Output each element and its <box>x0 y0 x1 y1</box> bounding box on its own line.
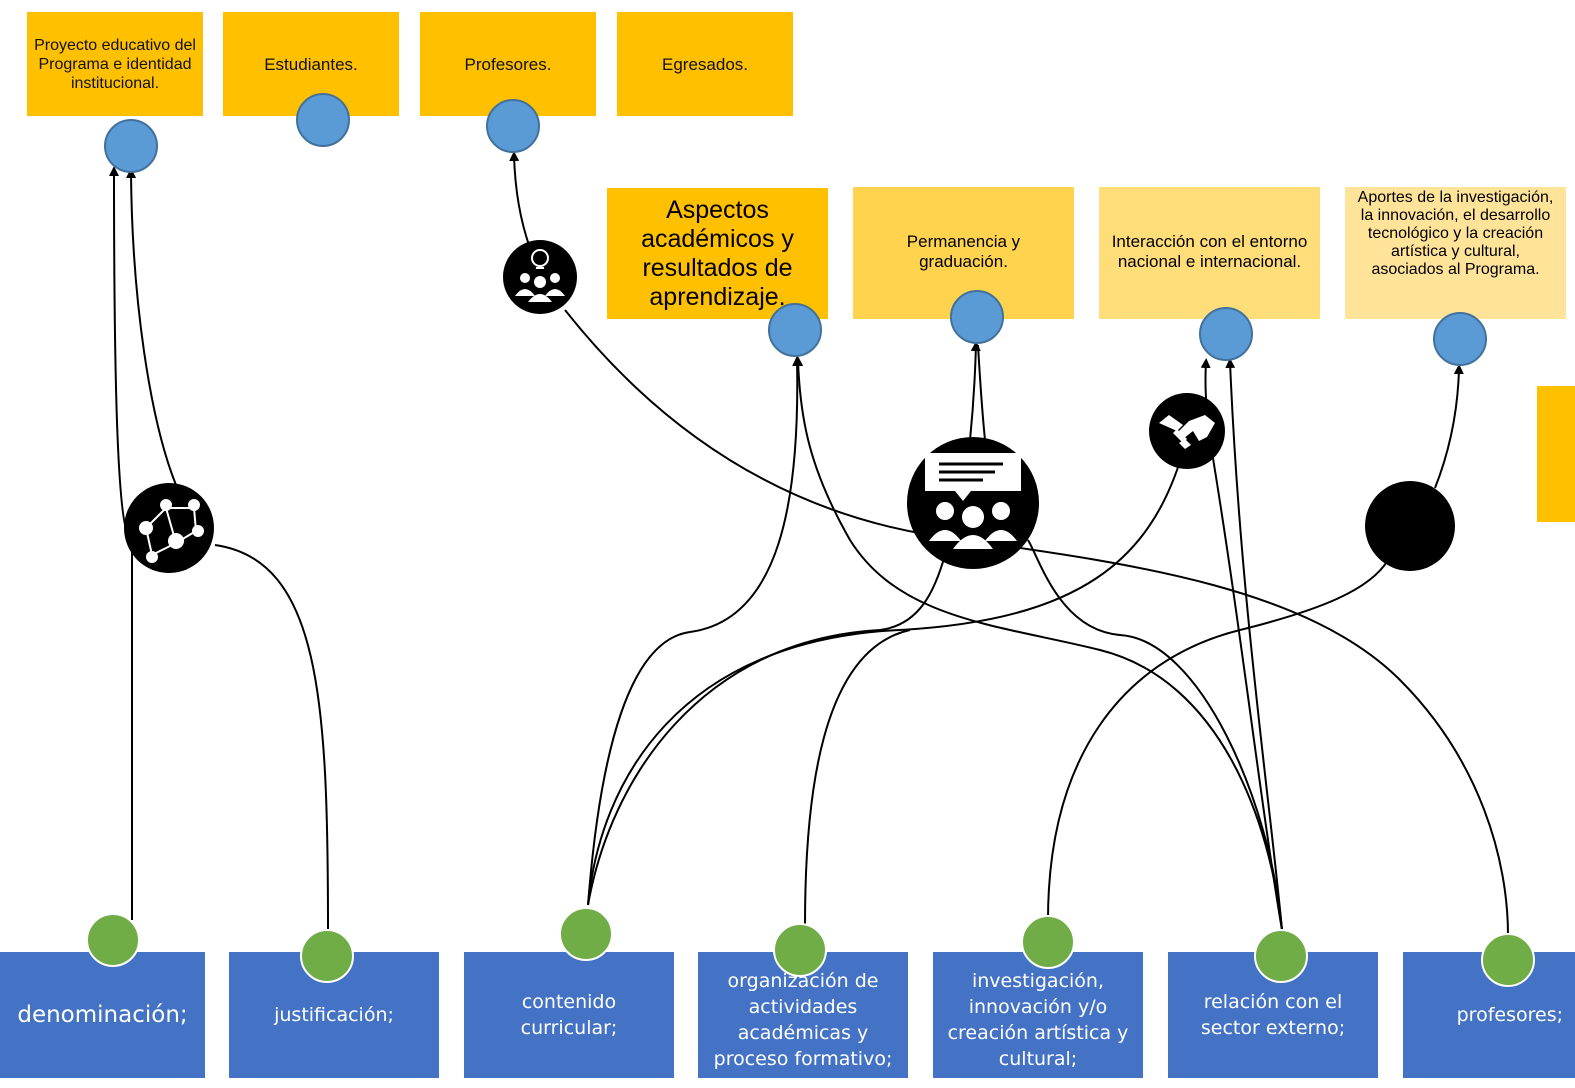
idea-team-icon <box>503 240 577 314</box>
node-interaccion <box>1199 307 1253 361</box>
box-profesores-bottom: profesores; <box>1403 952 1575 1078</box>
wire-relacion-meeting <box>1027 539 1283 931</box>
wire-relacion-interaccion <box>1225 358 1283 931</box>
node-contenido <box>559 907 613 961</box>
box-label: denominación; <box>17 1002 188 1028</box>
box-label: contenido curricular; <box>520 991 618 1039</box>
wire-blank-aportes <box>1434 364 1464 489</box>
wire-contenido-handshake <box>587 454 1183 906</box>
node-permanencia <box>950 290 1004 344</box>
box-aspectos-academicos: Aspectos académicos y resultados de apre… <box>607 188 828 319</box>
wire-organizacion-meeting <box>804 629 911 926</box>
box-label: Interacción con el entorno nacional e in… <box>1111 232 1308 271</box>
node-aspectos <box>768 303 822 357</box>
box-label: justificación; <box>274 1004 394 1026</box>
box-contenido-curricular: contenido curricular; <box>464 952 674 1078</box>
meeting-chat-icon <box>907 437 1039 569</box>
box-investigacion: investigación, innovación y/o creación a… <box>933 952 1143 1078</box>
node-investigacion <box>1021 915 1075 969</box>
handshake-icon <box>1149 393 1225 469</box>
wire-investigacion-blank <box>1047 559 1389 921</box>
node-relacion <box>1254 929 1308 983</box>
network-people-icon <box>124 483 214 573</box>
box-label: investigación, innovación y/o creación a… <box>947 970 1129 1070</box>
box-label: relación con el sector externo; <box>1200 991 1346 1039</box>
wire-meeting-permanencia-2 <box>977 344 986 441</box>
wire-meeting-permanencia <box>969 341 981 441</box>
box-profesores-top: Profesores. <box>420 12 596 116</box>
wire-justificacion-network <box>214 544 329 931</box>
wire-contenido-meeting <box>587 554 946 906</box>
wire-relacion-aspectos <box>793 356 1283 931</box>
node-proyecto <box>104 119 158 173</box>
box-label: organización de actividades académicas y… <box>713 970 893 1070</box>
node-estudiantes <box>296 93 350 147</box>
box-label: Profesores. <box>464 54 552 74</box>
box-denominacion: denominación; <box>0 952 205 1078</box>
node-profesores-bottom <box>1481 933 1535 987</box>
node-profesores-top <box>486 99 540 153</box>
box-interaccion: Interacción con el entorno nacional e in… <box>1099 187 1320 319</box>
box-label: Aspectos académicos y resultados de apre… <box>641 195 794 311</box>
box-aportes: Aportes de la investigación, la innovaci… <box>1345 187 1566 319</box>
black-circle-icon <box>1365 481 1455 571</box>
node-aportes <box>1433 312 1487 366</box>
box-egresados: Egresados. <box>617 12 793 116</box>
node-organizacion <box>773 923 827 977</box>
box-label: Permanencia y graduación. <box>906 232 1021 271</box>
wire-contenido-aspectos <box>587 356 803 906</box>
wire-network-proyecto <box>126 168 177 486</box>
box-proyecto-educativo: Proyecto educativo del Programa e identi… <box>27 12 203 116</box>
wire-idea-profesores <box>509 151 531 249</box>
node-denominacion <box>86 913 140 967</box>
box-label: Aportes de la investigación, la innovaci… <box>1357 189 1554 278</box>
node-justificacion <box>300 929 354 983</box>
wire-relacion-interaccion-2 <box>1200 358 1283 931</box>
box-partial-right <box>1537 386 1575 522</box>
box-label: Egresados. <box>662 54 748 74</box>
box-label: Estudiantes. <box>264 54 358 74</box>
box-label: Proyecto educativo del Programa e identi… <box>34 36 196 92</box>
box-label: profesores; <box>1456 1004 1563 1026</box>
wire-idea-profesores-bottom <box>564 309 1509 936</box>
